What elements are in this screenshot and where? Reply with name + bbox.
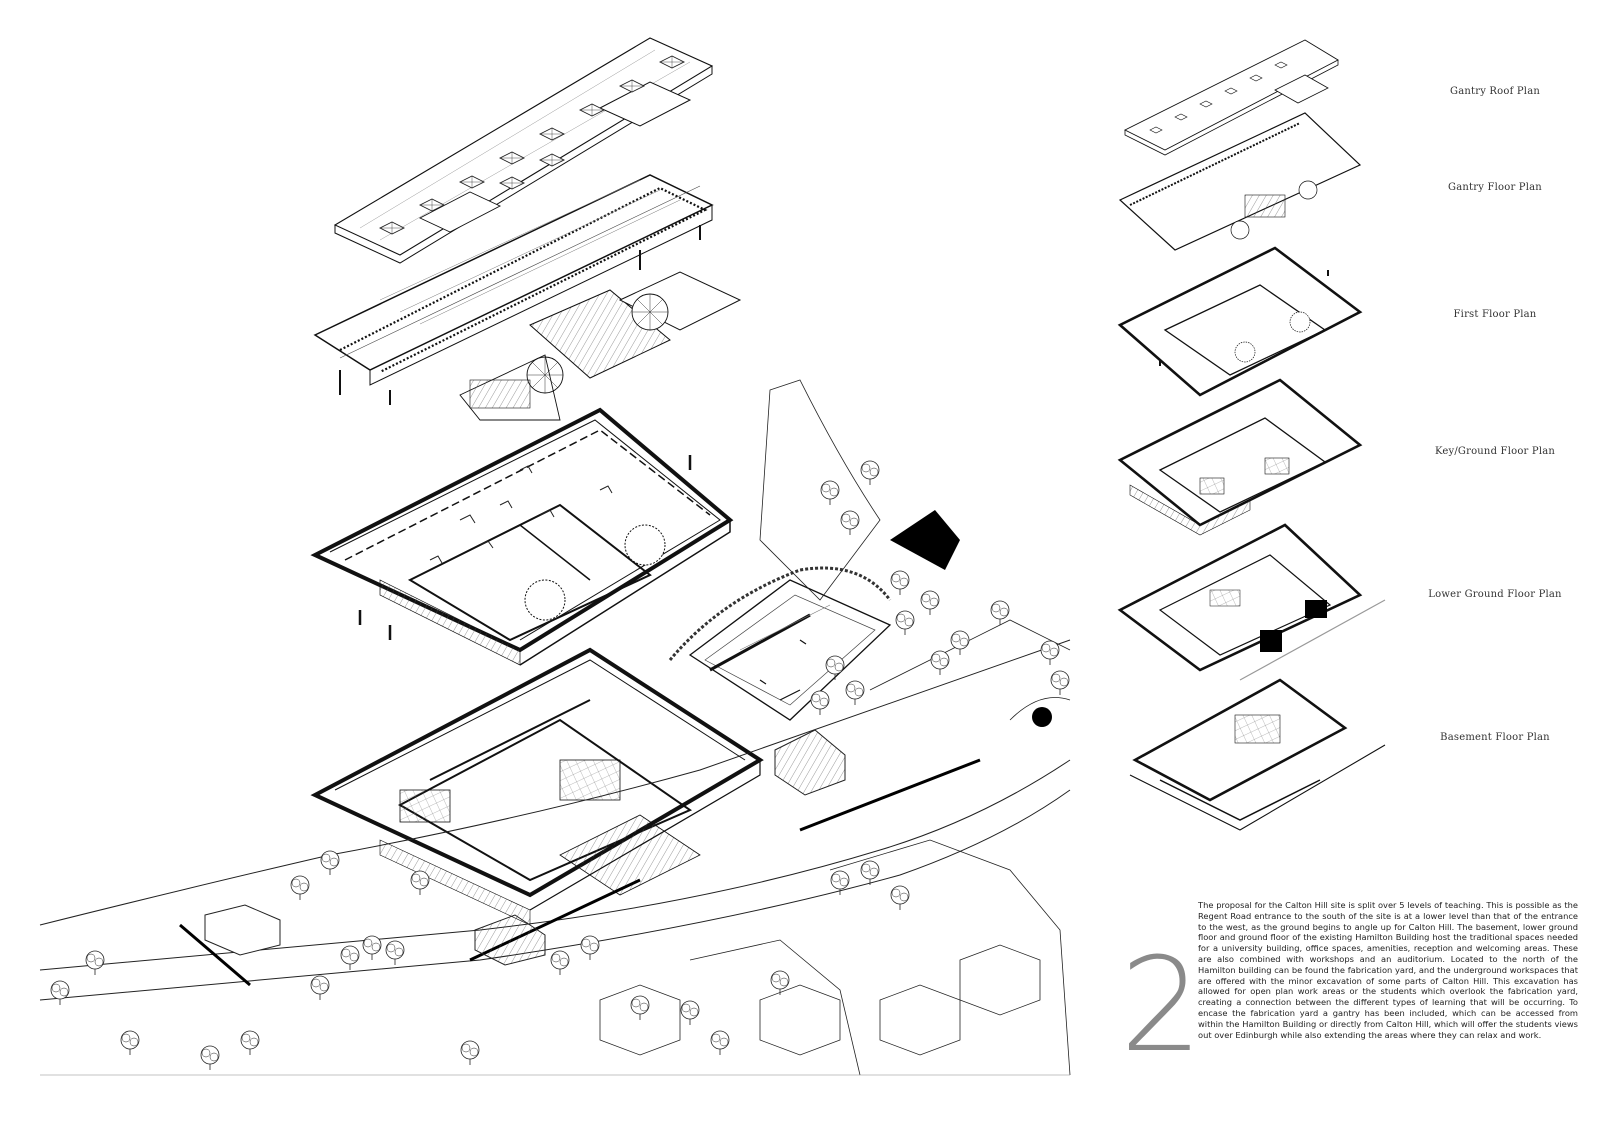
plan-label-lower-ground-floor: Lower Ground Floor Plan (1428, 589, 1562, 600)
gantry-floor-level (313, 174, 742, 421)
plan-label-first-floor: First Floor Plan (1453, 309, 1537, 320)
site-landscape (39, 379, 1071, 1076)
gantry-roof-level (333, 37, 714, 264)
plan-label-basement-floor: Basement Floor Plan (1440, 732, 1550, 743)
first-floor-level (310, 407, 734, 666)
plan-label-gantry-floor: Gantry Floor Plan (1448, 182, 1542, 193)
plan-label-gantry-roof: Gantry Roof Plan (1450, 86, 1540, 97)
section-number: 2 (1120, 929, 1203, 1081)
plan-thumbnails (1117, 39, 1386, 831)
ground-floor-level (310, 647, 764, 926)
plan-label-key-ground-floor: Key/Ground Floor Plan (1434, 446, 1556, 457)
fabrication-yard (668, 510, 960, 721)
project-description: The proposal for the Calton Hill site is… (1198, 900, 1578, 1040)
